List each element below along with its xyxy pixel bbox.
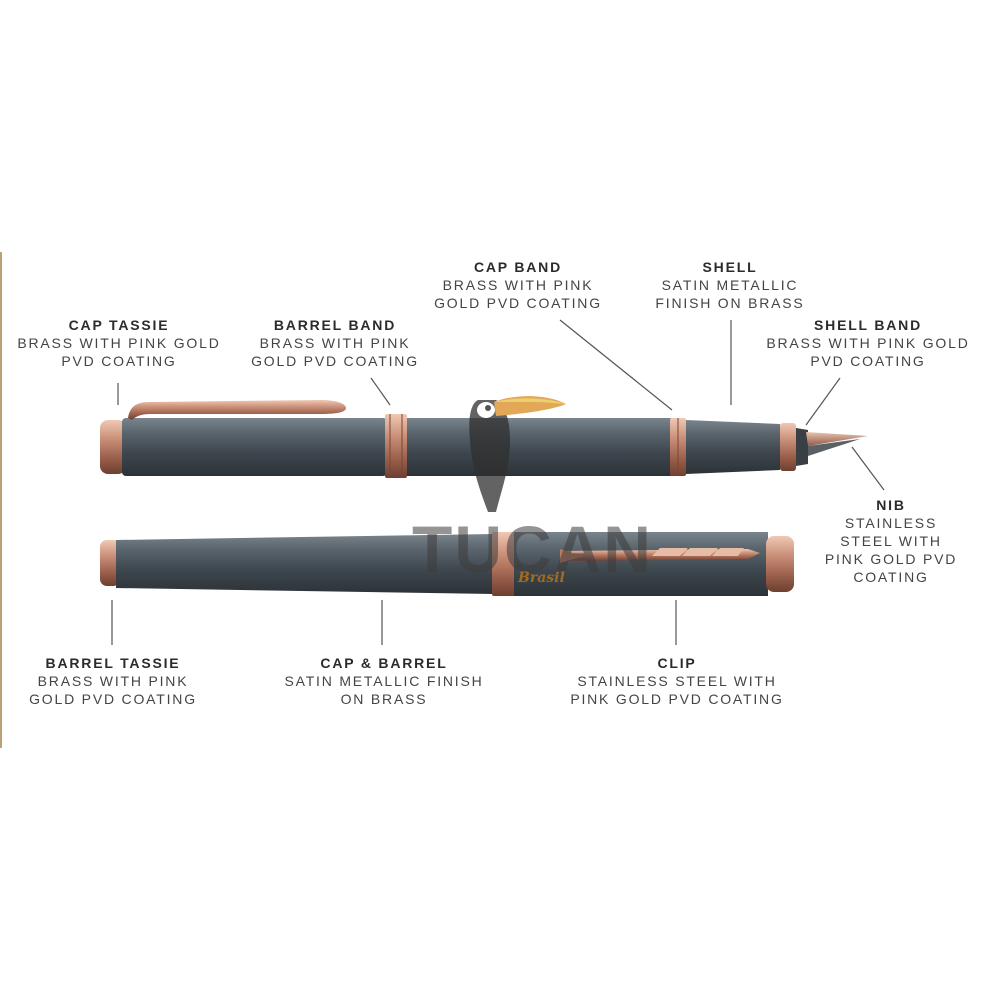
- callout-title: NIB: [876, 497, 906, 513]
- callout-title: CAP BAND: [473, 259, 563, 275]
- callout-desc: BRASS WITH PINK GOLD PVD COATING: [17, 335, 221, 369]
- callout-title: SHELL BAND: [814, 317, 922, 333]
- callout-desc: STAINLESS STEEL WITH PINK GOLD PVD COATI…: [824, 515, 958, 585]
- leader-barrel-band: [370, 377, 391, 406]
- callout-cap-barrel: CAP & BARREL SATIN METALLIC FINISH ON BR…: [268, 654, 500, 708]
- barrel-bottom: [116, 534, 494, 594]
- callout-barrel-tassie: BARREL TASSIE BRASS WITH PINK GOLD PVD C…: [14, 654, 212, 708]
- callout-desc: BRASS WITH PINK GOLD PVD COATING: [434, 277, 602, 311]
- leader-cap-band: [559, 319, 673, 411]
- barrel-tassie: [100, 540, 120, 586]
- leader-shell-band: [805, 377, 841, 426]
- callout-title: CLIP: [657, 655, 697, 671]
- callout-clip: CLIP STAINLESS STEEL WITH PINK GOLD PVD …: [556, 654, 798, 708]
- grip-section: [796, 428, 808, 466]
- callout-desc: BRASS WITH PINK GOLD PVD COATING: [29, 673, 197, 707]
- callout-title: CAP TASSIE: [68, 317, 170, 333]
- callout-shell: SHELL SATIN METALLIC FINISH ON BRASS: [640, 258, 820, 312]
- closed-pen: [100, 532, 794, 596]
- callout-title: BARREL TASSIE: [45, 655, 181, 671]
- nib-top: [806, 432, 868, 446]
- posted-pen: [100, 400, 868, 478]
- callout-nib: NIB STAINLESS STEEL WITH PINK GOLD PVD C…: [810, 496, 972, 586]
- callout-desc: BRASS WITH PINK GOLD PVD COATING: [251, 335, 419, 369]
- callout-barrel-band: BARREL BAND BRASS WITH PINK GOLD PVD COA…: [240, 316, 430, 370]
- callout-title: CAP & BARREL: [320, 655, 448, 671]
- left-accent-rule: [0, 252, 2, 748]
- arrow-clip: [560, 548, 760, 563]
- callout-desc: BRASS WITH PINK GOLD PVD COATING: [766, 335, 970, 369]
- callout-desc: SATIN METALLIC FINISH ON BRASS: [655, 277, 805, 311]
- callout-title: SHELL: [702, 259, 758, 275]
- callout-cap-tassie: CAP TASSIE BRASS WITH PINK GOLD PVD COAT…: [6, 316, 232, 370]
- callout-cap-band: CAP BAND BRASS WITH PINK GOLD PVD COATIN…: [420, 258, 616, 312]
- callout-desc: STAINLESS STEEL WITH PINK GOLD PVD COATI…: [570, 673, 784, 707]
- toucan-watermark: [469, 396, 566, 512]
- barrel-band: [385, 414, 407, 478]
- leader-nib: [851, 446, 885, 491]
- callout-shell-band: SHELL BAND BRASS WITH PINK GOLD PVD COAT…: [754, 316, 982, 370]
- cap-band-bottom: [492, 532, 516, 596]
- callout-title: BARREL BAND: [273, 317, 397, 333]
- clip-top: [128, 400, 346, 420]
- shell: [686, 420, 780, 474]
- cap-tassie-top: [100, 420, 126, 474]
- watermark-sub: Brasil: [518, 570, 565, 586]
- cap-body-top: [122, 418, 387, 476]
- watermark-name: TUCAN: [412, 512, 653, 586]
- shell-band: [780, 423, 796, 471]
- cap-bottom: [514, 532, 768, 596]
- barrel-top: [407, 418, 671, 476]
- cap-tassie-bottom: [766, 536, 794, 592]
- callout-desc: SATIN METALLIC FINISH ON BRASS: [284, 673, 484, 707]
